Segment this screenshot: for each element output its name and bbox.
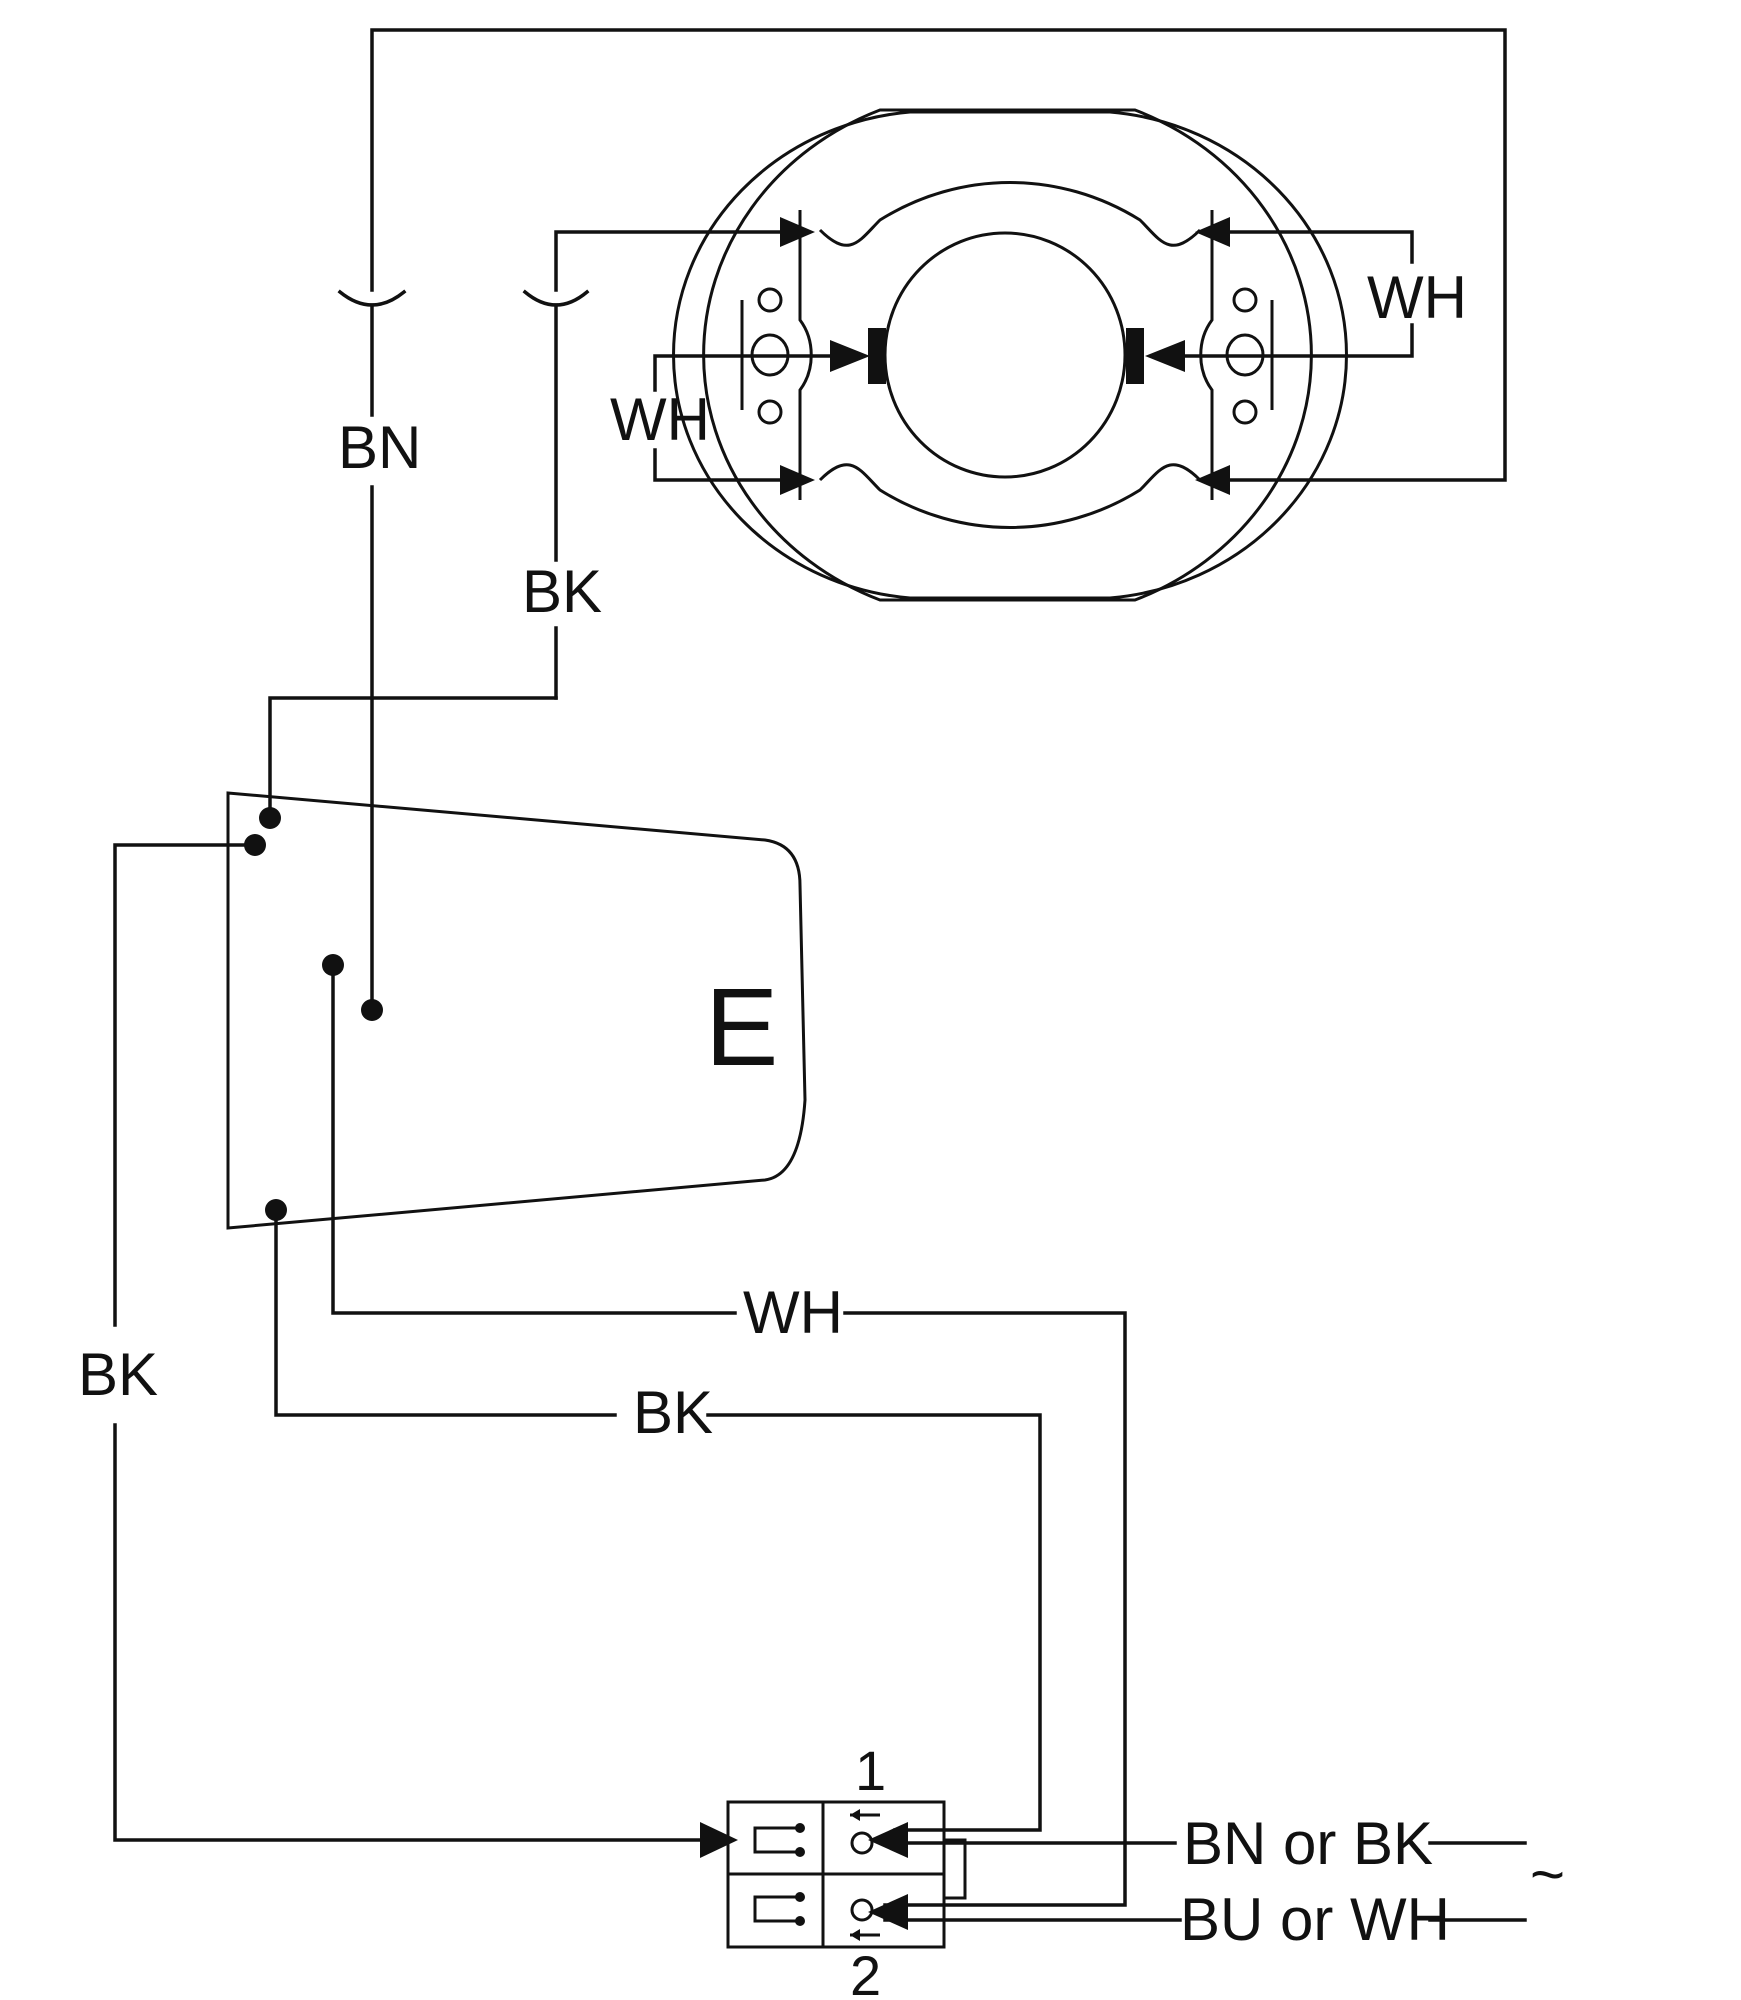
motor-terminal-arrows [780, 217, 1230, 495]
bk-wire-top [554, 230, 797, 292]
wires [113, 28, 1527, 1922]
mount-hole-left-bottom [757, 399, 783, 425]
terminal-number-1: 1 [855, 1739, 886, 1802]
ac-symbol: ~ [1530, 1841, 1565, 1908]
arrow-bottom-left [780, 465, 815, 495]
right-brush [1126, 328, 1144, 384]
bk-connector-arc [522, 289, 590, 307]
arrow-bottom-right [1195, 465, 1230, 495]
label-bn-top: BN [338, 414, 421, 481]
e-contact-top-2 [244, 834, 266, 856]
arrow-top-left [780, 217, 815, 247]
wh-wire-motor-right [1213, 230, 1414, 264]
bk-wire-left [113, 843, 257, 1327]
wh-wire-bottom [331, 963, 737, 1315]
label-wh-bottom: WH [743, 1279, 843, 1346]
bk-wire-bottom [274, 1208, 617, 1417]
e-contact-top-1 [259, 807, 281, 829]
label-bk-bottom: BK [633, 1379, 713, 1446]
left-brush [868, 328, 886, 384]
component-e-label: E [705, 966, 778, 1089]
release-slot-1 [850, 1831, 874, 1855]
lower-pole-shoe [818, 463, 1202, 529]
label-supply-neutral: BU or WH [1180, 1886, 1450, 1953]
release-slot-2 [850, 1898, 874, 1922]
label-wh-motor-left: WH [610, 386, 710, 453]
e-contact-mid-2 [361, 999, 383, 1021]
wh-wire-motor-left [653, 354, 852, 392]
bn-connector-arc [337, 289, 407, 307]
terminal-number-2: 2 [850, 1944, 881, 2000]
terminal-arrow-2-in [868, 1894, 908, 1930]
label-bk-top: BK [522, 558, 602, 625]
label-supply-line: BN or BK [1183, 1810, 1433, 1877]
mount-hole-left-top [757, 287, 783, 313]
terminal-arrow-left-in [700, 1822, 738, 1858]
arrow-top-right [1195, 217, 1230, 247]
rotor [883, 231, 1127, 479]
e-contact-bottom [265, 1199, 287, 1221]
arrow-mid-left [830, 340, 870, 372]
mount-hole-right-bottom [1232, 399, 1258, 425]
e-contact-mid-1 [322, 954, 344, 976]
bn-wire-top-loop [370, 28, 1507, 482]
motor-outer-housing [702, 108, 1313, 602]
terminal-bridge [945, 1838, 967, 1900]
arrow-mid-right [1145, 340, 1185, 372]
label-wh-motor-right: WH [1367, 264, 1467, 331]
component-e: E [226, 791, 807, 1230]
component-e-outline [226, 791, 807, 1230]
terminal-block: 1 2 [700, 1739, 946, 2000]
mount-hole-right-top [1232, 287, 1258, 313]
terminal-arrow-1-in [868, 1822, 908, 1858]
upper-pole-shoe [818, 181, 1202, 247]
motor-inner-housing [672, 110, 1348, 600]
label-bk-left: BK [78, 1341, 158, 1408]
labels: BN BK WH WH BK WH BK BN or BK BU or WH ~ [78, 264, 1565, 1953]
